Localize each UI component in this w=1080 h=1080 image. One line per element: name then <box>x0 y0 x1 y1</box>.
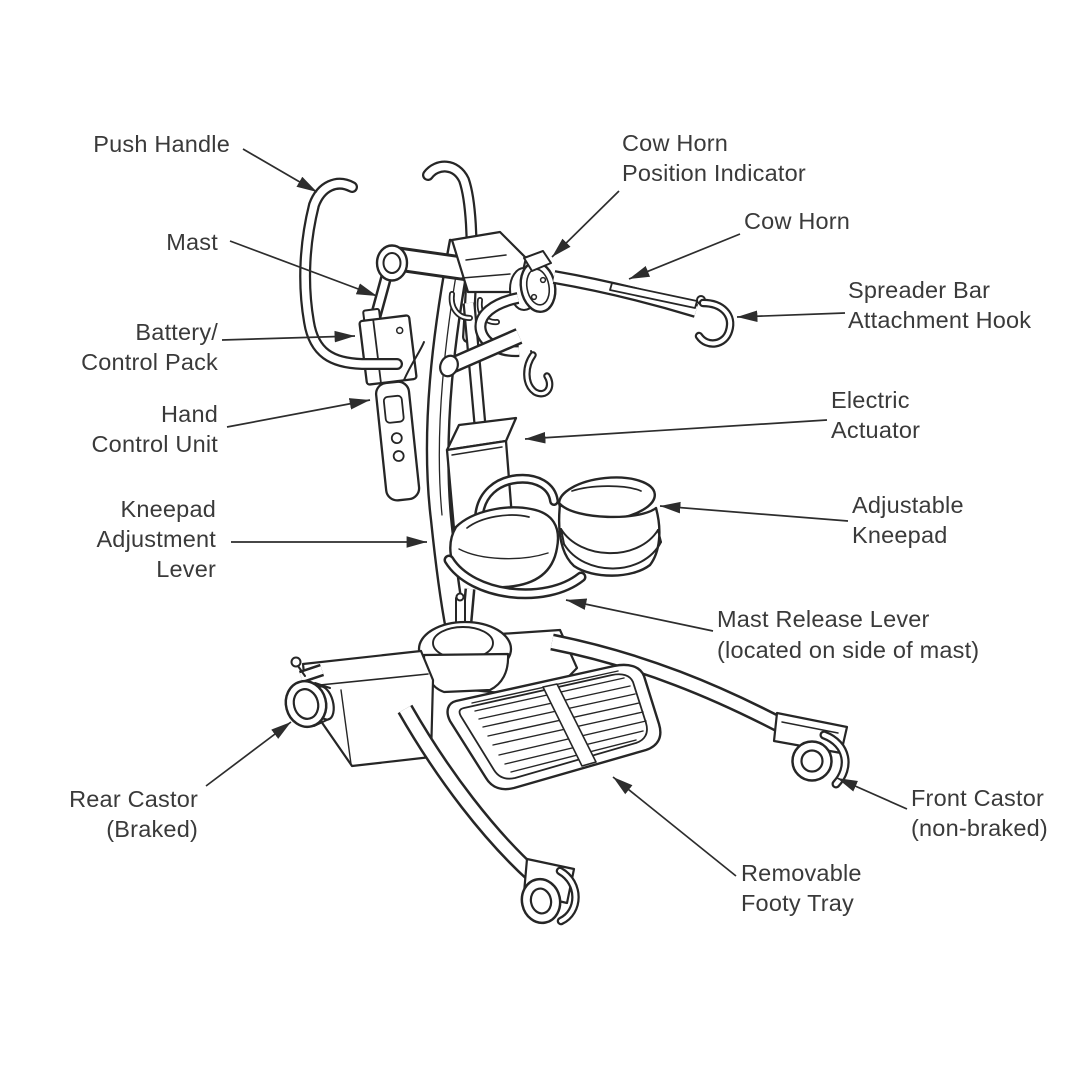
kneepad-strap <box>443 554 587 623</box>
rear-castor-wheel <box>284 656 335 729</box>
leader-cow-horn-position-indicator <box>551 190 620 258</box>
label-electric-actuator: Electric Actuator <box>831 387 921 443</box>
lifter-illustration <box>284 160 850 926</box>
kneepad-right <box>557 476 662 577</box>
label-battery-control-pack: Battery/ Control Pack <box>81 319 218 375</box>
leader-mast <box>229 240 378 297</box>
callout-arrows <box>205 148 908 877</box>
leader-adjustable-kneepad <box>659 501 849 522</box>
bottom-castor-wheel <box>520 866 580 926</box>
label-cow-horn: Cow Horn <box>744 208 851 234</box>
label-push-handle: Push Handle <box>93 131 230 157</box>
cow-horn-bar <box>552 270 735 348</box>
hand-control-unit-device <box>374 341 425 502</box>
leader-spreader-bar-attachment-hook <box>736 310 846 323</box>
footy-tray <box>446 663 662 791</box>
label-front-castor: Front Castor (non-braked) <box>911 785 1048 841</box>
label-rear-castor: Rear Castor (Braked) <box>69 786 198 842</box>
leader-hand-control-unit <box>226 398 371 428</box>
push-handle-left <box>299 177 403 370</box>
leader-rear-castor <box>205 721 292 787</box>
label-mast: Mast <box>166 229 218 255</box>
label-removable-footy-tray: Removable Footy Tray <box>741 860 862 916</box>
kneepad-bracket <box>474 473 559 521</box>
label-mast-release-lever: Mast Release Lever (located on side of m… <box>717 606 980 663</box>
label-hand-control-unit: Hand Control Unit <box>91 401 218 457</box>
leader-battery-control-pack <box>221 330 356 343</box>
leader-cow-horn <box>628 233 741 280</box>
leader-removable-footy-tray <box>612 776 737 877</box>
lifting-arm <box>375 230 528 326</box>
label-spreader-bar-attachment-hook: Spreader Bar Attachment Hook <box>848 277 1032 333</box>
leader-mast-release-lever <box>565 598 714 632</box>
label-adjustable-kneepad: Adjustable Kneepad <box>852 492 964 548</box>
front-right-leg <box>550 633 849 755</box>
leader-front-castor <box>836 777 908 810</box>
kneepad-support-tube <box>439 328 523 378</box>
label-kneepad-adjustment-lever: Kneepad Adjustment Lever <box>96 496 216 582</box>
leader-push-handle <box>242 148 318 193</box>
label-cow-horn-position-indicator: Cow Horn Position Indicator <box>622 130 806 186</box>
leader-electric-actuator <box>524 419 828 444</box>
